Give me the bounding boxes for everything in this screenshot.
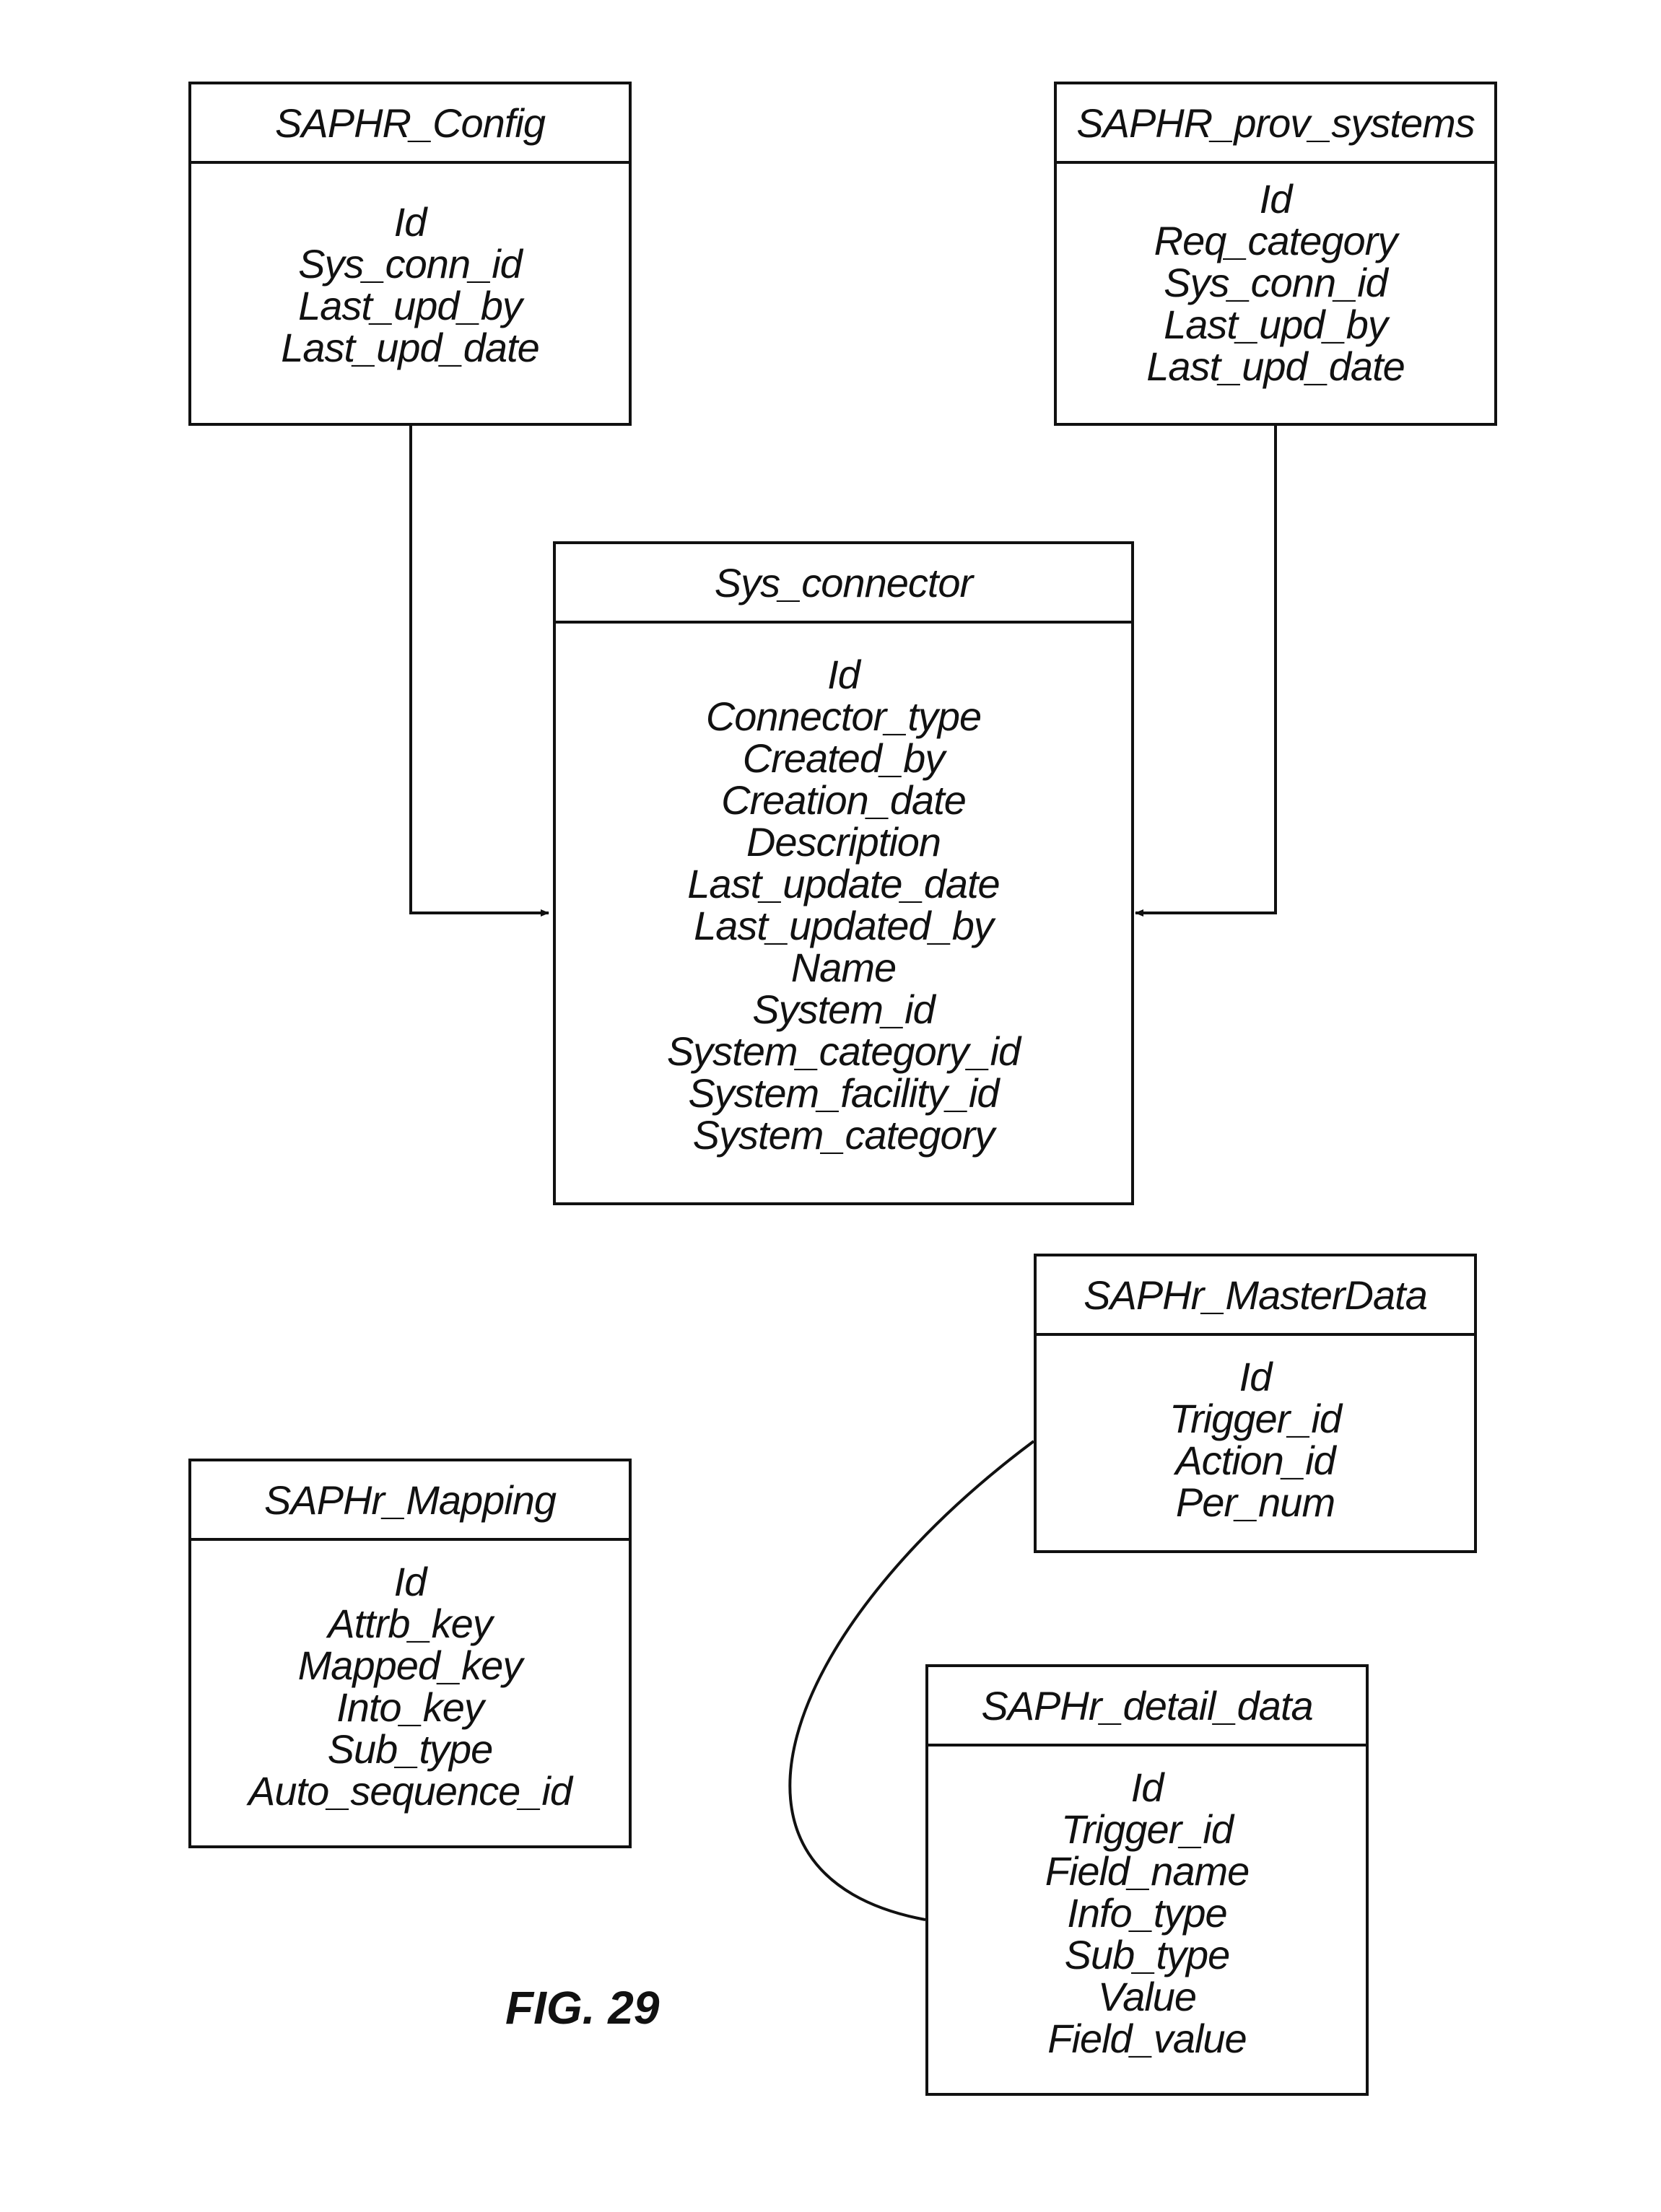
entity-field: Field_value <box>928 2018 1366 2060</box>
entity-field: Last_updated_by <box>556 905 1131 947</box>
entity-saphr-mapping: SAPHr_Mapping IdAttrb_keyMapped_keyInto_… <box>188 1459 632 1848</box>
entity-field: System_category_id <box>556 1031 1131 1072</box>
entity-field: Per_num <box>1037 1482 1474 1524</box>
entity-field: Id <box>928 1767 1366 1809</box>
entity-field: Sub_type <box>928 1934 1366 1976</box>
entity-field: Sys_conn_id <box>191 243 629 285</box>
entity-saphr-detail-data: SAPHr_detail_data IdTrigger_idField_name… <box>925 1664 1369 2096</box>
entity-field: Name <box>556 947 1131 989</box>
entity-saphr-masterdata: SAPHr_MasterData IdTrigger_idAction_idPe… <box>1034 1254 1477 1553</box>
entity-field: Last_upd_by <box>191 285 629 327</box>
entity-field: Id <box>1037 1356 1474 1398</box>
field-list: IdTrigger_idAction_idPer_num <box>1037 1336 1474 1524</box>
field-list: IdReq_categorySys_conn_idLast_upd_byLast… <box>1057 164 1494 388</box>
entity-field: Id <box>556 654 1131 696</box>
entity-sys-connector: Sys_connector IdConnector_typeCreated_by… <box>553 541 1134 1205</box>
entity-field: System_category <box>556 1114 1131 1156</box>
entity-field: Last_upd_by <box>1057 304 1494 346</box>
entity-field: Info_type <box>928 1892 1366 1934</box>
entity-field: System_id <box>556 989 1131 1031</box>
entity-field: Id <box>1057 178 1494 220</box>
relation-prov-systems-to-connector <box>1135 426 1276 913</box>
field-list: IdConnector_typeCreated_byCreation_dateD… <box>556 624 1131 1156</box>
entity-field: Into_key <box>191 1687 629 1728</box>
entity-title: SAPHR_prov_systems <box>1057 84 1494 164</box>
entity-field: Action_id <box>1037 1440 1474 1482</box>
entity-field: Trigger_id <box>1037 1398 1474 1440</box>
entity-field: Id <box>191 201 629 243</box>
entity-field: Last_upd_date <box>1057 346 1494 388</box>
entity-title: SAPHR_Config <box>191 84 629 164</box>
entity-field: Id <box>191 1561 629 1603</box>
entity-field: Mapped_key <box>191 1645 629 1687</box>
entity-saphr-config: SAPHR_Config IdSys_conn_idLast_upd_byLas… <box>188 82 632 426</box>
figure-label: FIG. 29 <box>505 1981 659 2034</box>
entity-field: Connector_type <box>556 696 1131 738</box>
entity-field: Description <box>556 821 1131 863</box>
relation-config-to-connector <box>411 426 549 913</box>
entity-field: Creation_date <box>556 779 1131 821</box>
field-list: IdSys_conn_idLast_upd_byLast_upd_date <box>191 164 629 369</box>
entity-field: Sys_conn_id <box>1057 262 1494 304</box>
entity-field: Last_upd_date <box>191 327 629 369</box>
entity-saphr-prov-systems: SAPHR_prov_systems IdReq_categorySys_con… <box>1054 82 1497 426</box>
entity-title: SAPHr_MasterData <box>1037 1256 1474 1336</box>
entity-title: Sys_connector <box>556 544 1131 624</box>
entity-field: Sub_type <box>191 1728 629 1770</box>
entity-field: Field_name <box>928 1850 1366 1892</box>
entity-field: System_facility_id <box>556 1072 1131 1114</box>
entity-field: Attrb_key <box>191 1603 629 1645</box>
field-list: IdAttrb_keyMapped_keyInto_keySub_typeAut… <box>191 1541 629 1812</box>
entity-field: Created_by <box>556 738 1131 779</box>
entity-field: Last_update_date <box>556 863 1131 905</box>
entity-field: Auto_sequence_id <box>191 1770 629 1812</box>
entity-field: Value <box>928 1976 1366 2018</box>
entity-field: Trigger_id <box>928 1809 1366 1850</box>
field-list: IdTrigger_idField_nameInfo_typeSub_typeV… <box>928 1747 1366 2060</box>
entity-title: SAPHr_detail_data <box>928 1667 1366 1747</box>
entity-field: Req_category <box>1057 220 1494 262</box>
entity-title: SAPHr_Mapping <box>191 1461 629 1541</box>
